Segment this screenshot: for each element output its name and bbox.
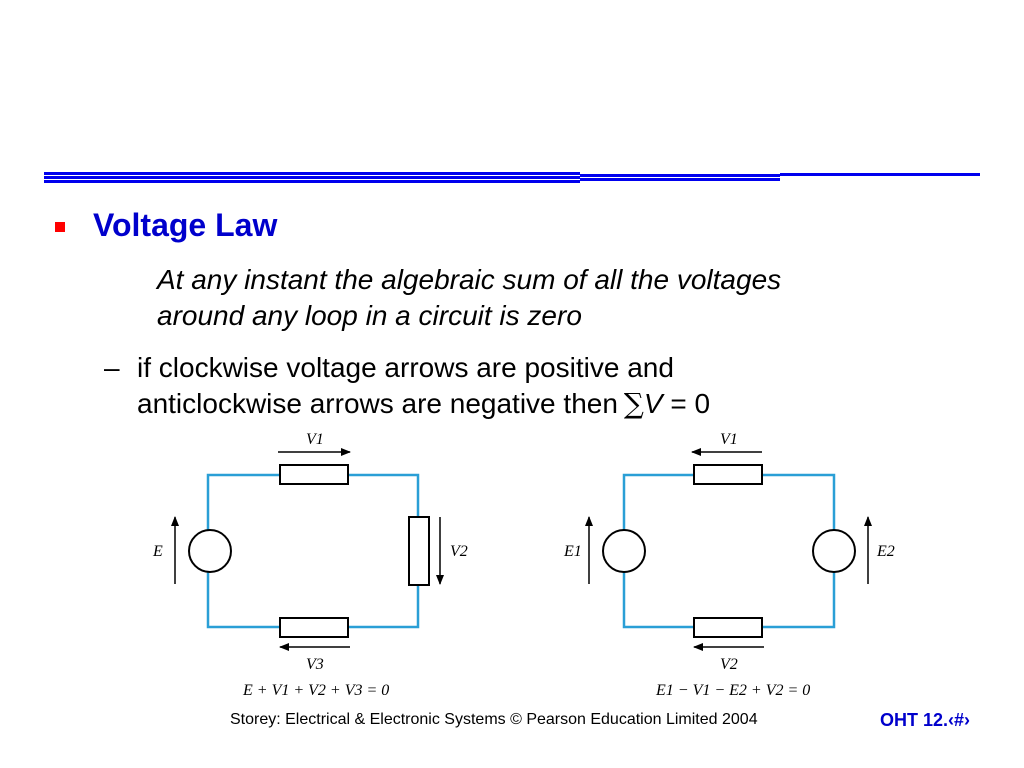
slide-heading: Voltage Law bbox=[93, 207, 278, 243]
circuit-2-source-right bbox=[812, 529, 856, 573]
circuit-1-label-source: E bbox=[152, 543, 163, 560]
circuit-2-label-bottom: V2 bbox=[720, 656, 738, 673]
header-rule bbox=[44, 172, 980, 183]
bullet-marker bbox=[55, 222, 65, 232]
circuit-2-label-top: V1 bbox=[720, 431, 738, 448]
circuit-1-resistor-bottom bbox=[279, 617, 349, 638]
circuit-2-label-source-right: E2 bbox=[876, 543, 895, 560]
circuit-2-resistor-top bbox=[693, 464, 763, 485]
circuit-1-resistor-top bbox=[279, 464, 349, 485]
circuit-2-resistor-bottom bbox=[693, 617, 763, 638]
circuit-2-wire-loop bbox=[622, 473, 836, 629]
circuit-1-label-top: V1 bbox=[306, 431, 324, 448]
sum-rest: = 0 bbox=[662, 388, 711, 419]
circuit-2-equation: E1 − V1 − E2 + V2 = 0 bbox=[655, 682, 810, 699]
circuit-2-label-source-left: E1 bbox=[563, 543, 582, 560]
law-line-1: At any instant the algebraic sum of all … bbox=[157, 264, 782, 295]
circuit-1-wire-loop bbox=[206, 473, 420, 629]
law-statement: At any instant the algebraic sum of all … bbox=[157, 262, 957, 334]
slide-number: OHT 12.‹#› bbox=[880, 710, 971, 730]
circuit-1: V1 V2 V3 E E + V1 + V2 + V3 = 0 bbox=[152, 431, 468, 699]
circuit-2-source-left bbox=[602, 529, 646, 573]
circuit-1-label-right: V2 bbox=[450, 543, 468, 560]
circuit-1-equation: E + V1 + V2 + V3 = 0 bbox=[242, 682, 389, 699]
circuit-2: V1 V2 E1 E2 E1 − V1 − E2 + V2 = 0 bbox=[563, 431, 895, 699]
circuit-1-resistor-right bbox=[408, 516, 430, 586]
circuit-1-source bbox=[188, 529, 232, 573]
circuit-1-label-bottom: V3 bbox=[306, 656, 324, 673]
sum-variable: V bbox=[643, 388, 663, 419]
sub-line-1: if clockwise voltage arrows are positive… bbox=[137, 352, 674, 383]
sub-line-2: anticlockwise arrows are negative then∑V… bbox=[137, 386, 897, 422]
sub-bullet-dash: – bbox=[104, 352, 120, 383]
sub-bullet-text: if clockwise voltage arrows are positive… bbox=[137, 350, 897, 422]
law-line-2: around any loop in a circuit is zero bbox=[157, 300, 582, 331]
sub-line-2-text: anticlockwise arrows are negative then bbox=[137, 388, 618, 419]
sum-symbol: ∑ bbox=[623, 387, 644, 420]
footer-credit: Storey: Electrical & Electronic Systems … bbox=[230, 711, 758, 728]
